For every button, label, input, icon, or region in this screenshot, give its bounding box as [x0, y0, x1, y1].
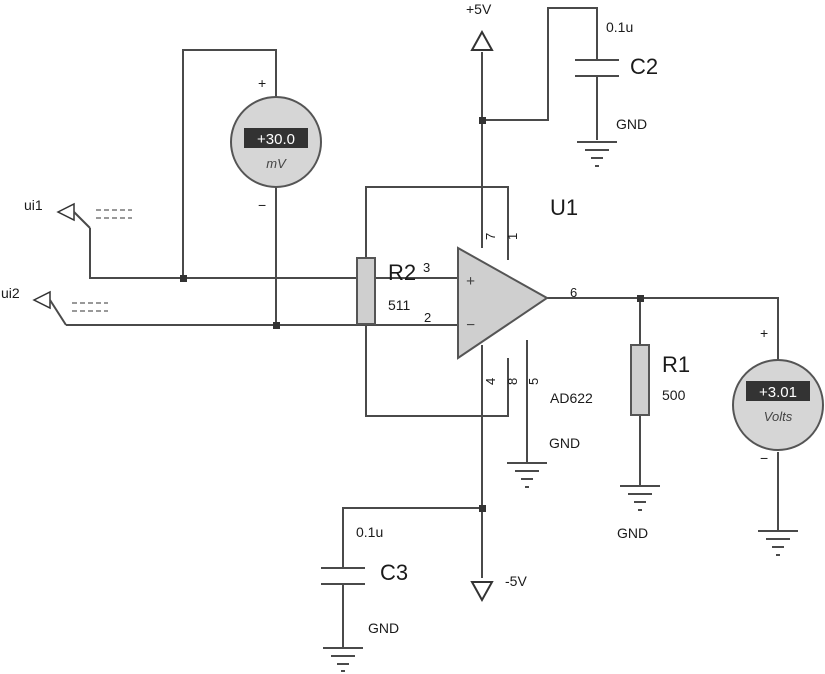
vpos-label: +5V [466, 1, 492, 17]
c3-ref: C3 [380, 560, 408, 585]
wire-rg-bottom [365, 325, 509, 417]
c3-gnd-label: GND [368, 620, 399, 636]
wire-c3-top [342, 507, 482, 568]
ground-icon [577, 141, 617, 167]
c3-value: 0.1u [356, 524, 383, 540]
junction-dot [637, 295, 644, 302]
wire-output [547, 297, 779, 360]
capacitor-c3 [321, 567, 365, 647]
probe-ui2-icon [32, 290, 108, 326]
pin-3-label: 3 [423, 260, 430, 275]
pin-6-label: 6 [570, 285, 577, 300]
wire-rg-top [365, 186, 509, 278]
c2-gnd-label: GND [616, 116, 647, 132]
opamp-part: AD622 [550, 390, 593, 406]
pin-8-label: 8 [505, 378, 520, 385]
ui2-label: ui2 [1, 285, 20, 301]
meter-display [244, 128, 308, 148]
pin5-gnd-label: GND [549, 435, 580, 451]
probe-ui1-icon [56, 202, 132, 229]
opamp-triangle [457, 246, 549, 360]
vpos-arrow-icon [470, 29, 494, 51]
c2-ref: C2 [630, 54, 658, 79]
meter-out-unit: Volts [764, 409, 793, 424]
pin-4-label: 4 [483, 378, 498, 385]
junction-dot [479, 117, 486, 124]
meter-out-plus: + [760, 325, 768, 341]
vneg-label: -5V [505, 573, 527, 589]
capacitor-c2 [575, 59, 619, 140]
wire-meter-in-plus [182, 49, 277, 278]
opamp-u1: + − [457, 246, 549, 360]
ground-icon [620, 485, 660, 511]
c2-value: 0.1u [606, 19, 633, 35]
opamp-plus-sign: + [466, 273, 475, 290]
pin-2-label: 2 [424, 310, 431, 325]
wire-c2-top [482, 7, 598, 121]
ground-icon [323, 647, 363, 672]
vneg-arrow-icon [470, 581, 494, 603]
junctions [180, 117, 644, 512]
voltmeter-output: +3.01 Volts [732, 359, 824, 451]
resistor-r1 [630, 344, 650, 416]
wires [66, 7, 779, 578]
meter-body [732, 359, 824, 451]
meter-in-unit: mV [266, 156, 287, 171]
junction-dot [479, 505, 486, 512]
junction-dot [180, 275, 187, 282]
meter-out-minus: − [760, 450, 768, 466]
ground-icon [507, 462, 547, 488]
r1-value: 500 [662, 387, 686, 403]
ui1-label: ui1 [24, 197, 43, 213]
meter-in-plus: + [258, 75, 266, 91]
pin-5-label: 5 [526, 378, 541, 385]
r2-ref: R2 [388, 260, 416, 285]
wire-ui1 [89, 228, 458, 279]
meter-display [746, 381, 810, 401]
r1-gnd-label: GND [617, 525, 648, 541]
pin-7-label: 7 [483, 233, 498, 240]
ground-icon [758, 530, 798, 556]
pin-1-label: 1 [505, 233, 520, 240]
r2-value: 511 [388, 297, 411, 313]
opamp-ref: U1 [550, 195, 578, 220]
opamp-minus-sign: − [466, 317, 475, 334]
meter-in-minus: − [258, 197, 266, 213]
voltmeter-input: +30.0 mV [230, 96, 322, 188]
junction-dot [273, 322, 280, 329]
meter-out-reading: +3.01 [759, 384, 797, 401]
meter-in-reading: +30.0 [257, 131, 295, 148]
r1-ref: R1 [662, 352, 690, 377]
resistor-r2 [356, 257, 376, 325]
